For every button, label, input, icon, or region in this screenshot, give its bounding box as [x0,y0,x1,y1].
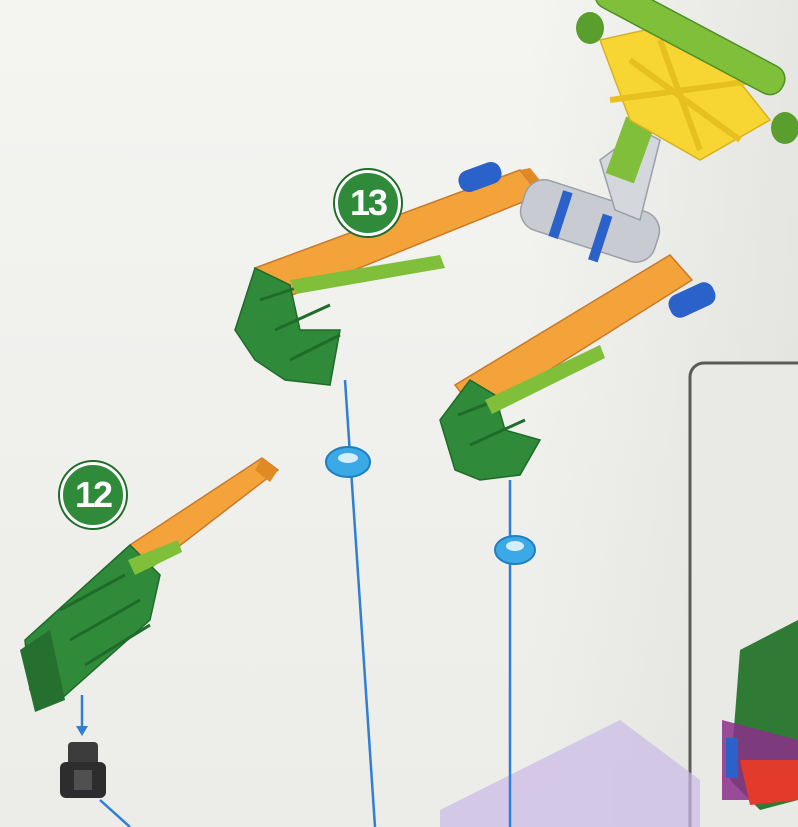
spacer-ring-icon [495,536,535,564]
grey-connector-icon [515,117,664,268]
step-13-number: 13 [350,182,386,223]
yellow-connector-icon [576,0,798,160]
spacer-ring-icon [326,447,370,477]
step-13-badge: 13 [335,170,401,236]
step-12-badge: 12 [60,462,126,528]
step-12-assembly-icon [20,458,278,712]
step-12-number: 12 [75,474,111,515]
background-purple-piece [440,720,700,827]
hub-piece-icon [60,742,106,798]
guide-line [100,800,130,827]
step-13-assembly-icon [440,255,719,480]
